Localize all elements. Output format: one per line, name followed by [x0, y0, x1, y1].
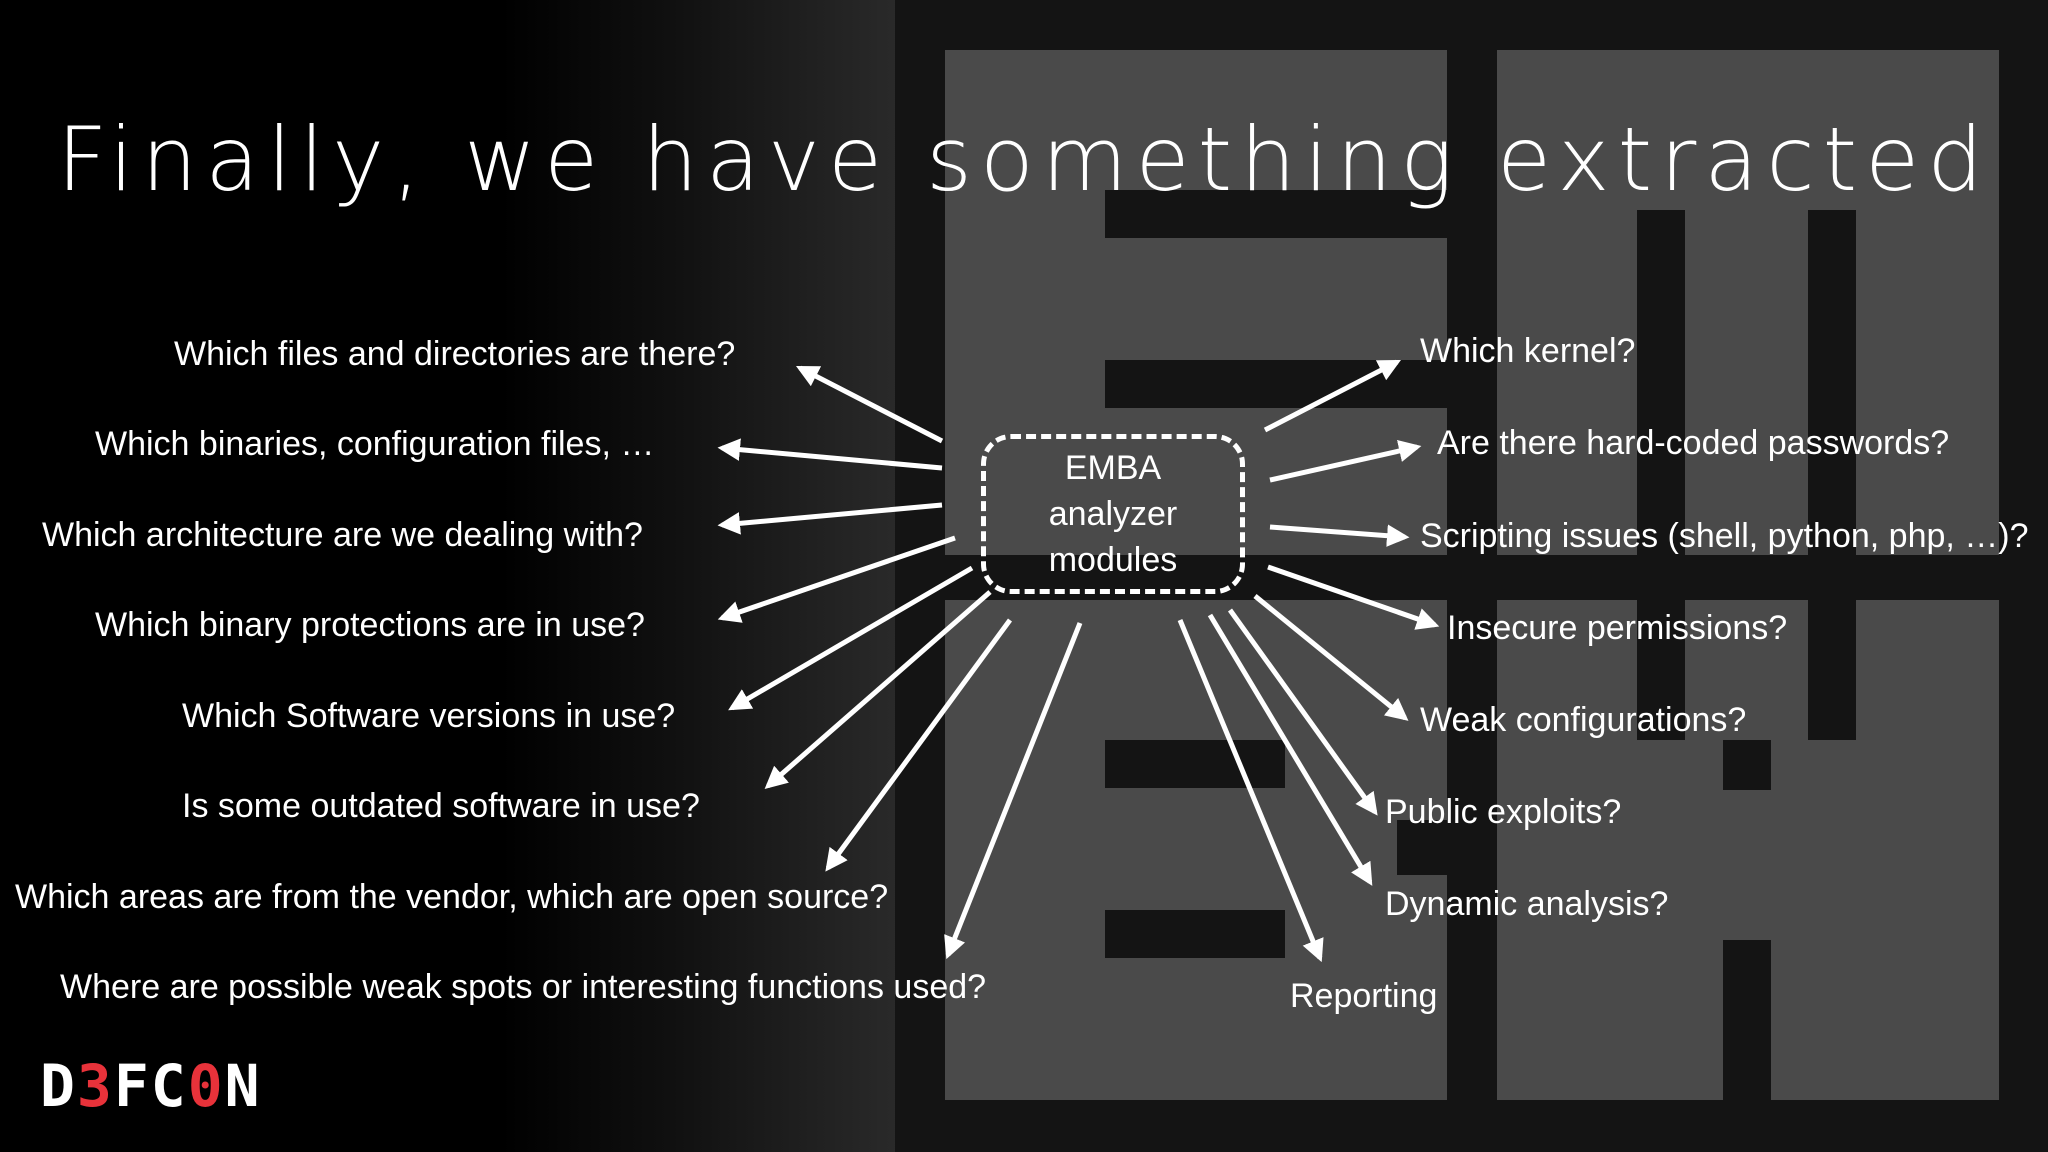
right-item-dynamic: Dynamic analysis? [1385, 885, 1669, 923]
left-item-outdated: Is some outdated software in use? [182, 787, 700, 825]
right-item-kernel: Which kernel? [1420, 332, 1636, 370]
emba-node-label: EMBA analyzer modules [1048, 449, 1178, 579]
left-item-architecture: Which architecture are we dealing with? [42, 516, 643, 554]
logo-part-5: N [224, 1052, 262, 1120]
left-item-protections: Which binary protections are in use? [95, 606, 645, 644]
slide-title: Finally, we have something extracted [56, 108, 1992, 211]
right-item-weak-config: Weak configurations? [1420, 701, 1747, 739]
logo-part-4: 0 [187, 1052, 225, 1120]
right-item-passwords: Are there hard-coded passwords? [1437, 424, 1950, 462]
logo-part-2: 3 [76, 1052, 114, 1120]
logo-part-1: D [40, 1052, 77, 1120]
left-item-vendor-areas: Which areas are from the vendor, which a… [15, 878, 889, 916]
emba-analyzer-modules-node: EMBA analyzer modules [981, 434, 1245, 594]
logo-part-3: FC [113, 1052, 188, 1120]
defcon-logo: D3FC0N [40, 1052, 262, 1120]
left-item-binaries: Which binaries, configuration files, … [95, 425, 655, 463]
left-item-software-versions: Which Software versions in use? [182, 697, 676, 735]
left-item-weak-spots: Where are possible weak spots or interes… [60, 968, 987, 1006]
right-item-scripting: Scripting issues (shell, python, php, …)… [1420, 517, 2029, 555]
right-item-reporting: Reporting [1290, 977, 1438, 1015]
left-item-files: Which files and directories are there? [174, 335, 736, 373]
right-item-exploits: Public exploits? [1385, 793, 1622, 831]
right-item-permissions: Insecure permissions? [1447, 609, 1788, 647]
